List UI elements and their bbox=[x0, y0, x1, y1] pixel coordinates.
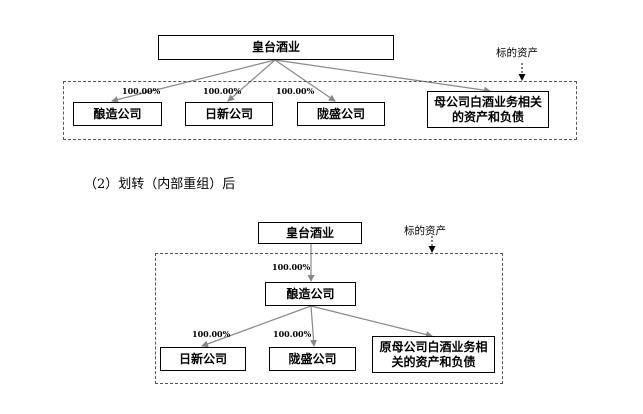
after-pct-rixin: 100.00% bbox=[192, 329, 231, 339]
before-parent-box: 皇台酒业 bbox=[158, 35, 394, 60]
before-child-assets: 母公司白酒业务相关的资产和负债 bbox=[427, 91, 549, 128]
after-pct-niangzao: 100.00% bbox=[272, 262, 311, 272]
before-child-niangzao: 酿造公司 bbox=[73, 102, 162, 126]
before-child-rixin: 日新公司 bbox=[185, 102, 273, 126]
after-child-assets: 原母公司白酒业务相关的资产和负债 bbox=[372, 336, 495, 373]
after-middle-niangzao: 酿造公司 bbox=[265, 282, 356, 306]
after-child-rixin: 日新公司 bbox=[160, 347, 246, 371]
arrow-before-to-niangzao bbox=[111, 59, 276, 103]
after-parent-box: 皇台酒业 bbox=[258, 222, 362, 244]
before-child-longsheng: 陇盛公司 bbox=[297, 102, 385, 126]
arrow-before-to-rixin bbox=[227, 59, 276, 102]
before-pct-longsheng: 100.00% bbox=[276, 86, 315, 96]
before-note: 标的资产 bbox=[496, 47, 538, 59]
arrow-after-to-assets bbox=[310, 305, 433, 338]
arrow-before-to-longsheng bbox=[274, 59, 336, 102]
arrow-before-to-assets bbox=[274, 59, 491, 94]
after-child-longsheng: 陇盛公司 bbox=[269, 347, 356, 371]
after-note: 标的资产 bbox=[404, 225, 446, 237]
before-pct-rixin: 100.00% bbox=[203, 86, 242, 96]
after-pct-longsheng: 100.00% bbox=[273, 329, 312, 339]
before-pct-niangzao: 100.00% bbox=[122, 86, 161, 96]
after-target-asset-region bbox=[155, 253, 503, 384]
before-target-asset-region bbox=[63, 81, 577, 140]
section-caption: （2）划转（内部重组）后 bbox=[84, 177, 236, 192]
before-parent-label: 皇台酒业 bbox=[251, 40, 300, 54]
arrow-after-to-longsheng bbox=[310, 305, 318, 347]
arrow-after-to-rixin bbox=[201, 305, 312, 348]
